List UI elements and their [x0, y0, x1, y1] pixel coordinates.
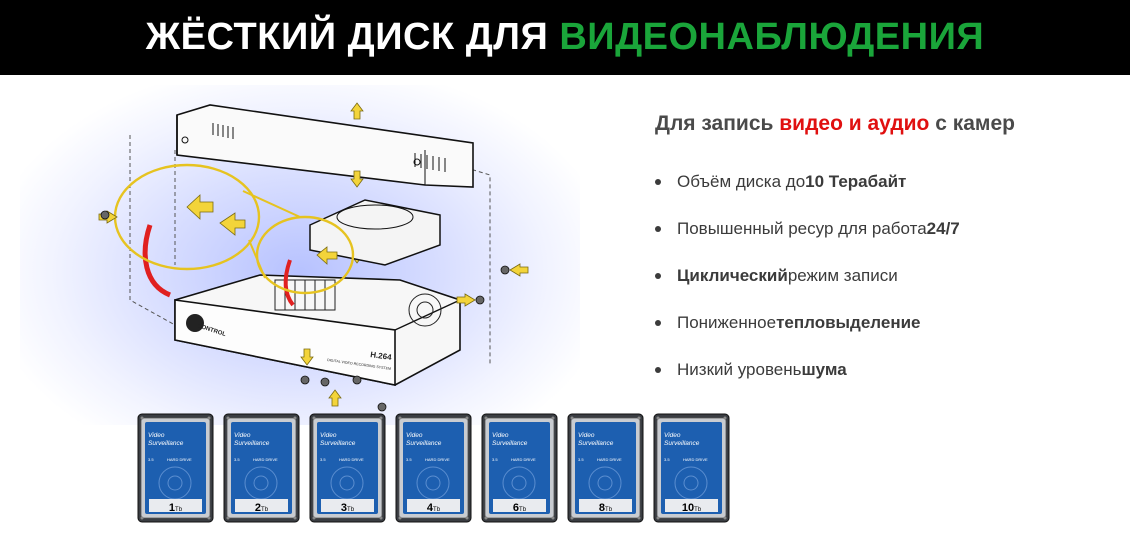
drive-size-text: 3.5	[664, 457, 670, 462]
drive-line1: Video	[664, 432, 681, 439]
feature-item-heat: Пониженное тепловыделение	[655, 299, 1115, 346]
feature-text-pre: Объём диска до	[677, 171, 806, 191]
drive-type-text: HARD DRIVE	[339, 457, 364, 462]
bullet-icon	[655, 225, 661, 232]
drive-line1: Video	[234, 432, 251, 439]
drive-type-text: HARD DRIVE	[425, 457, 450, 462]
drive-line1: Video	[578, 432, 595, 439]
drive-size-text: 3.5	[320, 457, 326, 462]
drive-capacity-unit: Tb	[519, 507, 527, 513]
feature-item-noise: Низкий уровень шума	[655, 346, 1115, 393]
feature-text-pre: Повышенный ресур для работа	[677, 218, 927, 238]
feature-text-bold: тепловыделение	[776, 312, 921, 332]
drive-capacity: 1	[168, 502, 176, 514]
drive-line2: Surveillance	[320, 440, 356, 447]
drive-size-text: 3.5	[406, 457, 412, 462]
drive-capacity-label: 1Tb	[137, 502, 214, 514]
title-accent: ВИДЕОНАБЛЮДЕНИЯ	[559, 16, 985, 58]
drive-capacity-label: 4Tb	[395, 502, 472, 514]
feature-text-post: режим записи	[787, 265, 898, 285]
drive-line2: Surveillance	[492, 440, 528, 447]
drive-capacity: 4	[426, 502, 434, 514]
drive-capacity-unit: Tb	[694, 507, 702, 513]
feature-item-resource: Повышенный ресур для работа 24/7	[655, 205, 1115, 252]
drive-capacity: 3	[340, 502, 348, 514]
drive-capacity-unit: Tb	[433, 507, 441, 513]
drive-line2: Surveillance	[148, 440, 184, 447]
page-title: ЖЁСТКИЙ ДИСК ДЛЯ ВИДЕОНАБЛЮДЕНИЯ	[146, 16, 984, 59]
drive-capacity-unit: Tb	[261, 507, 269, 513]
drive-capacity: 2	[254, 502, 262, 514]
feature-panel: Для запись видео и аудио с камер Объём д…	[655, 112, 1115, 393]
drive-type-text: HARD DRIVE	[597, 457, 622, 462]
heading-prefix: Для запись	[655, 112, 780, 135]
drive-capacity-label: 8Tb	[567, 502, 644, 514]
drive-line1: Video	[406, 432, 423, 439]
feature-list: Объём диска до 10 Терабайт Повышенный ре…	[655, 158, 1115, 393]
drive-capacity-label: 2Tb	[223, 502, 300, 514]
feature-item-cyclic: Циклический режим записи	[655, 252, 1115, 299]
drive-line2: Surveillance	[406, 440, 442, 447]
feature-heading: Для запись видео и аудио с камер	[655, 112, 1115, 136]
bullet-icon	[655, 319, 661, 326]
dvr-model-label: H.264	[370, 350, 393, 362]
title-banner: ЖЁСТКИЙ ДИСК ДЛЯ ВИДЕОНАБЛЮДЕНИЯ	[0, 0, 1130, 75]
drive-line2: Surveillance	[578, 440, 614, 447]
title-prefix: ЖЁСТКИЙ ДИСК ДЛЯ	[145, 16, 560, 58]
drive-capacity-label: 6Tb	[481, 502, 558, 514]
feature-item-capacity: Объём диска до 10 Терабайт	[655, 158, 1115, 205]
drive-capacity: 10	[681, 502, 695, 514]
feature-text-pre: Пониженное	[677, 312, 777, 332]
feature-text-bold: Циклический	[677, 265, 788, 285]
drive-size-text: 3.5	[492, 457, 498, 462]
feature-text-bold: 10 Терабайт	[805, 171, 907, 191]
drive-size-text: 3.5	[234, 457, 240, 462]
drive-capacity-label: 10Tb	[653, 502, 730, 514]
drive-capacity-unit: Tb	[175, 507, 183, 513]
drive-line2: Surveillance	[234, 440, 270, 447]
drive-type-text: HARD DRIVE	[167, 457, 192, 462]
drive-capacity: 8	[598, 502, 606, 514]
bullet-icon	[655, 272, 661, 279]
heading-suffix: с камер	[929, 112, 1015, 135]
heading-accent: видео и аудио	[779, 112, 930, 135]
hdd-in-assembly	[309, 199, 441, 266]
dvr-assembly-illustration: CONTROL H.264 DIGITAL VIDEO RECORDING SY…	[98, 102, 529, 412]
dvr-chassis: CONTROL H.264 DIGITAL VIDEO RECORDING SY…	[174, 274, 461, 386]
drive-type-text: HARD DRIVE	[511, 457, 536, 462]
dvr-top-cover	[176, 104, 474, 188]
drive-line2: Surveillance	[664, 440, 700, 447]
feature-text-pre: Низкий уровень	[677, 359, 802, 379]
feature-text-bold: 24/7	[926, 218, 960, 238]
drive-line1: Video	[320, 432, 337, 439]
bullet-icon	[655, 366, 661, 373]
drive-capacity: 6	[512, 502, 520, 514]
drive-capacity-label: 3Tb	[309, 502, 386, 514]
drive-capacity-unit: Tb	[347, 507, 355, 513]
drive-line1: Video	[148, 432, 165, 439]
drive-size-text: 3.5	[578, 457, 584, 462]
drive-size-text: 3.5	[148, 457, 154, 462]
drive-line1: Video	[492, 432, 509, 439]
feature-text-bold: шума	[801, 359, 847, 379]
drive-type-text: HARD DRIVE	[683, 457, 708, 462]
drive-type-text: HARD DRIVE	[253, 457, 278, 462]
drive-capacity-unit: Tb	[605, 507, 613, 513]
bullet-icon	[655, 178, 661, 185]
